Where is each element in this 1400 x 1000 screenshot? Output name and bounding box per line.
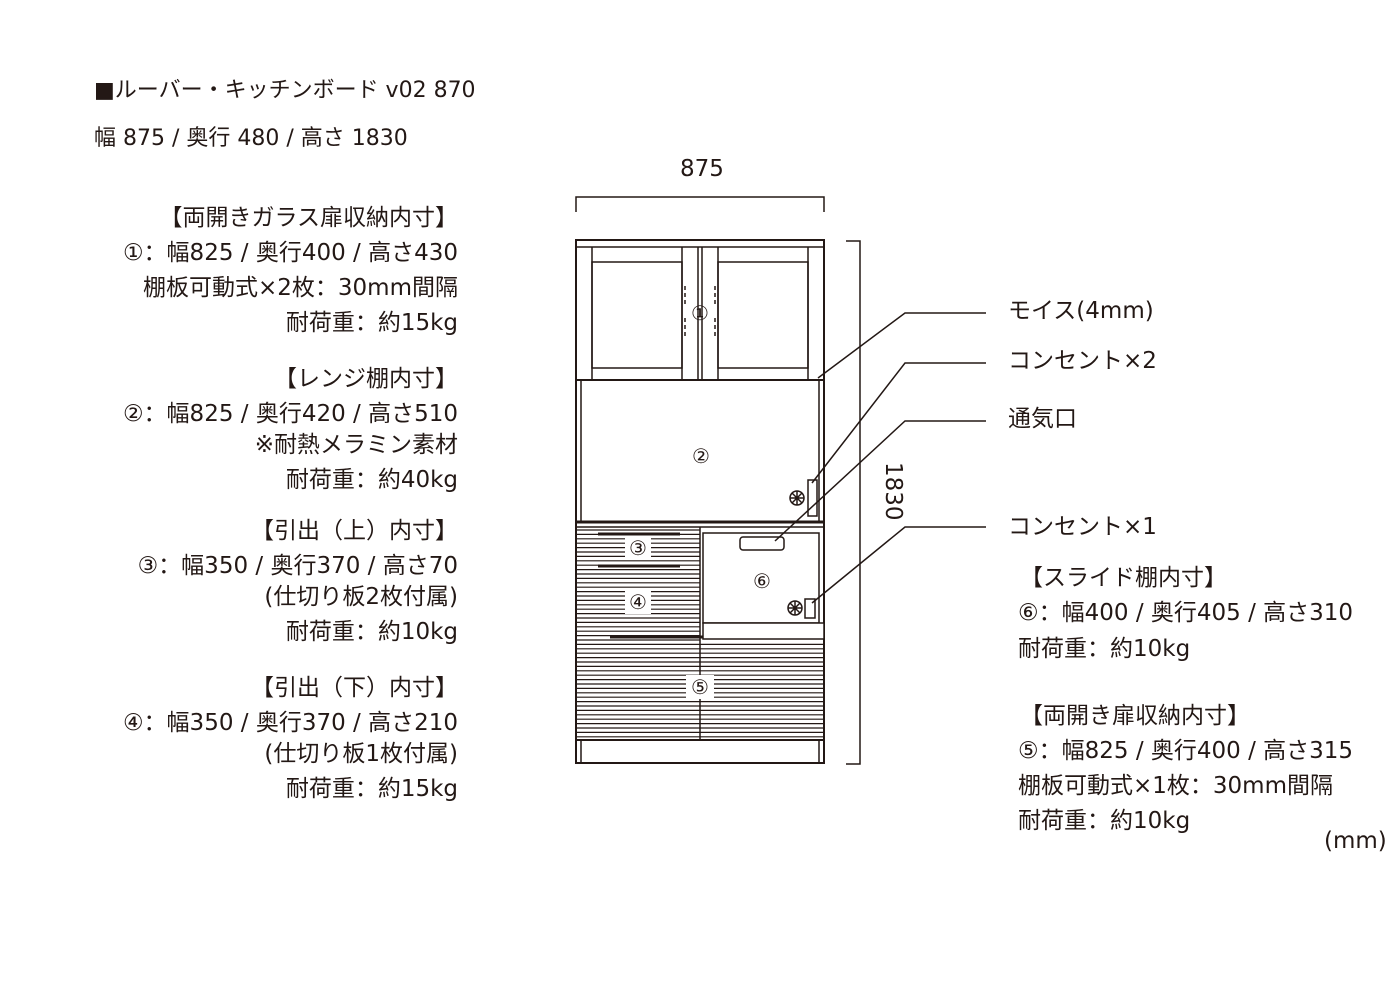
spec-6-load: 耐荷重：約10kg	[1018, 636, 1191, 662]
glass-door-section	[591, 247, 809, 380]
spec-3-heading: 【引出（上）内寸】	[251, 518, 458, 544]
unit-label: (mm)	[1324, 828, 1387, 854]
marker-2: ②	[692, 444, 710, 468]
spec-1-heading: 【両開きガラス扉収納内寸】	[159, 205, 458, 231]
spec-2-load: 耐荷重：約40kg	[285, 467, 458, 493]
spec-4-note: (仕切り板1枚付属)	[264, 741, 458, 767]
marker-3: ③	[629, 536, 647, 560]
leader-vent	[774, 420, 986, 542]
cabinet-outline	[575, 239, 825, 764]
leader-outlet-2	[811, 362, 986, 484]
spec-5-shelf: 棚板可動式×1枚：30mm間隔	[1018, 773, 1333, 799]
spec-2-heading: 【レンジ棚内寸】	[274, 366, 458, 392]
spec-2-dims: ②：幅825 / 奥行420 / 高さ510	[122, 401, 458, 427]
spec-5-heading: 【両開き扉収納内寸】	[1020, 703, 1250, 729]
slide-shelf-handle	[739, 536, 785, 551]
callout-outlet-1: コンセント×1	[1008, 514, 1157, 540]
spec-5-dims: ⑤：幅825 / 奥行400 / 高さ315	[1018, 738, 1354, 764]
outlet-double-icon	[807, 479, 818, 517]
spec-6-dims: ⑥：幅400 / 奥行405 / 高さ310	[1018, 600, 1354, 626]
spec-1-dims: ①：幅825 / 奥行400 / 高さ430	[122, 240, 458, 266]
spec-6-heading: 【スライド棚内寸】	[1020, 565, 1227, 591]
vent-fan-icon-upper	[789, 490, 805, 506]
product-size: 幅 875 / 奥行 480 / 高さ 1830	[94, 126, 408, 151]
callout-vent: 通気口	[1008, 406, 1077, 432]
marker-6: ⑥	[753, 569, 771, 593]
width-dimension: 875	[680, 156, 724, 182]
spec-1-load: 耐荷重：約15kg	[285, 310, 458, 336]
callout-outlet-2: コンセント×2	[1008, 348, 1157, 374]
spec-3-load: 耐荷重：約10kg	[285, 619, 458, 645]
spec-4-load: 耐荷重：約15kg	[285, 776, 458, 802]
outlet-single-icon	[804, 598, 816, 619]
marker-1: ①	[691, 301, 709, 325]
callout-moisture-board: モイス(4mm)	[1008, 298, 1154, 324]
spec-3-dims: ③：幅350 / 奥行370 / 高さ70	[137, 553, 458, 579]
marker-5: ⑤	[691, 675, 709, 699]
height-dimension-line	[846, 240, 861, 765]
vent-fan-icon-lower	[787, 600, 803, 616]
leader-outlet-1	[811, 526, 986, 604]
width-dimension-line	[575, 196, 825, 212]
spec-4-heading: 【引出（下）内寸】	[251, 675, 458, 701]
spec-5-load: 耐荷重：約10kg	[1018, 808, 1191, 834]
spec-1-shelf: 棚板可動式×2枚：30mm間隔	[143, 275, 458, 301]
spec-4-dims: ④：幅350 / 奥行370 / 高さ210	[122, 710, 458, 736]
spec-3-note: (仕切り板2枚付属)	[264, 584, 458, 610]
spec-2-material: ※耐熱メラミン素材	[254, 432, 458, 458]
product-title: ■ルーバー・キッチンボード v02 870	[94, 78, 476, 103]
marker-4: ④	[629, 590, 647, 614]
leader-moisture-board	[817, 312, 986, 379]
